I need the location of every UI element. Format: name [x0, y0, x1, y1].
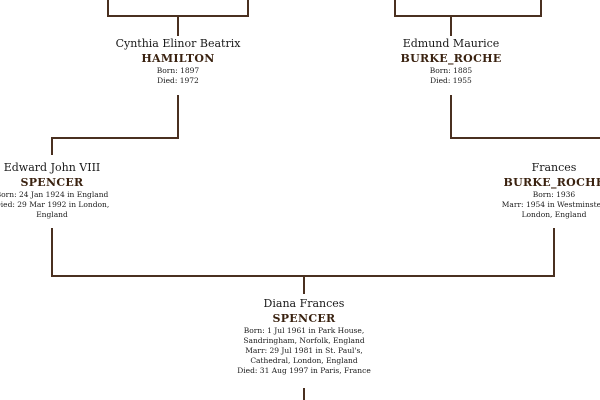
- person-card-cynthia[interactable]: Cynthia Elinor Beatrix HAMILTON Born: 18…: [98, 37, 258, 86]
- detail-married-place: Cathedral, London, England: [250, 356, 358, 365]
- surname: SPENCER: [272, 312, 336, 325]
- detail-married: Marr: 29 Jul 1981 in St. Paul's,: [245, 346, 363, 355]
- connector-top-left: [107, 0, 249, 17]
- surname: SPENCER: [20, 176, 84, 189]
- detail-born: Born: 1885: [429, 66, 473, 75]
- surname: BURKE_ROCHE: [400, 52, 502, 65]
- surname: HAMILTON: [141, 52, 215, 65]
- given-name: Cynthia Elinor Beatrix: [115, 37, 241, 50]
- detail-died: Died: 31 Aug 1997 in Paris, France: [237, 366, 371, 375]
- detail-born: Born: 24 Jan 1924 in England: [0, 190, 109, 199]
- connector-edmund-frances: [450, 95, 600, 139]
- connector-top-right: [394, 0, 542, 17]
- detail-born: Born: 1897: [156, 66, 200, 75]
- detail-died: Died: 1972: [157, 76, 199, 85]
- connector-cynthia-edward: [51, 95, 179, 155]
- person-card-frances[interactable]: Frances BURKE_ROCHE Born: 1936 Marr: 195…: [488, 161, 600, 220]
- detail-died: Died: 1955: [430, 76, 472, 85]
- detail-born-place: Sandringham, Norfolk, England: [243, 336, 365, 345]
- given-name: Frances: [531, 161, 577, 174]
- person-card-edmund[interactable]: Edmund Maurice BURKE_ROCHE Born: 1885 Di…: [376, 37, 526, 86]
- person-card-edward[interactable]: Edward John VIII SPENCER Born: 24 Jan 19…: [0, 161, 124, 220]
- person-card-diana[interactable]: Diana Frances SPENCER Born: 1 Jul 1961 i…: [219, 297, 389, 376]
- connector-edward-diana: [51, 228, 555, 277]
- detail-died-place: England: [36, 210, 68, 219]
- detail-born: Born: 1936: [532, 190, 576, 199]
- surname: BURKE_ROCHE: [503, 176, 600, 189]
- detail-died: Died: 29 Mar 1992 in London,: [0, 200, 110, 209]
- given-name: Edward John VIII: [3, 161, 101, 174]
- given-name: Diana Frances: [263, 297, 345, 310]
- given-name: Edmund Maurice: [402, 37, 500, 50]
- detail-married: Marr: 1954 in Westminster,: [501, 200, 600, 209]
- detail-born: Born: 1 Jul 1961 in Park House,: [243, 326, 365, 335]
- detail-married-place: London, England: [521, 210, 587, 219]
